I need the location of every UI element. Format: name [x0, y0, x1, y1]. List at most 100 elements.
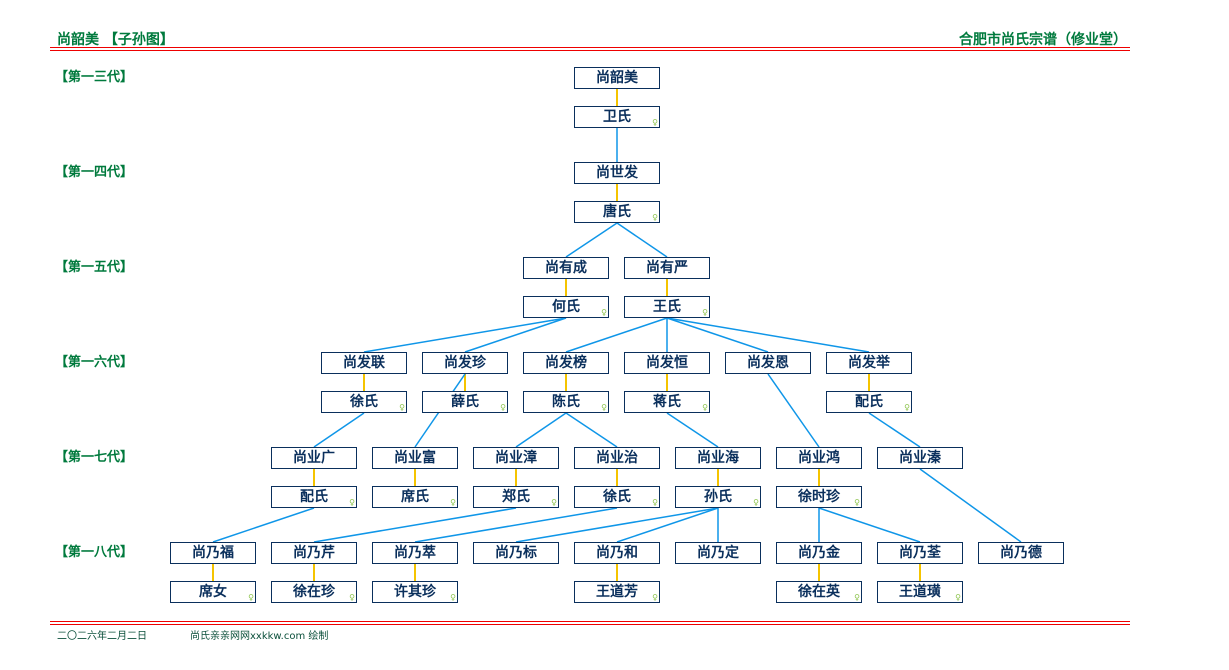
- person-name: 尚乃标: [495, 545, 537, 561]
- person-box[interactable]: 尚发榜: [523, 352, 609, 374]
- descent-line: [414, 507, 618, 543]
- female-icon: ♀: [349, 593, 355, 602]
- person-box[interactable]: 尚业治: [574, 447, 660, 469]
- descent-line: [616, 222, 668, 258]
- descent-line: [565, 317, 668, 353]
- person-name: 尚有成: [545, 260, 587, 276]
- descent-line: [515, 412, 567, 448]
- descent-line: [767, 373, 820, 448]
- female-icon: ♀: [500, 403, 506, 412]
- descent-line: [666, 412, 719, 448]
- person-name: 席氏: [401, 489, 429, 505]
- person-name: 尚发恒: [646, 355, 688, 371]
- descent-line: [666, 317, 769, 353]
- person-box[interactable]: 尚乃和: [574, 542, 660, 564]
- person-box[interactable]: 尚业广: [271, 447, 357, 469]
- person-name: 尚发恩: [747, 355, 789, 371]
- person-name: 尚世发: [596, 165, 638, 181]
- person-box[interactable]: 尚世发: [574, 162, 660, 184]
- person-name: 何氏: [552, 299, 580, 315]
- person-name: 王氏: [653, 299, 681, 315]
- person-name: 郑氏: [502, 489, 530, 505]
- person-name: 薛氏: [451, 394, 479, 410]
- person-name: 尚乃金: [798, 545, 840, 561]
- spouse-box[interactable]: 孙氏♀: [675, 486, 761, 508]
- spouse-box[interactable]: 席氏 ♀: [372, 486, 458, 508]
- person-box[interactable]: 尚业漳: [473, 447, 559, 469]
- person-box[interactable]: 尚业富: [372, 447, 458, 469]
- person-box[interactable]: 尚乃定: [675, 542, 761, 564]
- person-box[interactable]: 尚业溱: [877, 447, 963, 469]
- descent-line: [818, 507, 921, 543]
- person-box[interactable]: 尚乃标: [473, 542, 559, 564]
- spouse-box[interactable]: 卫氏♀: [574, 106, 660, 128]
- spouse-box[interactable]: 何氏 ♀: [523, 296, 609, 318]
- person-name: 尚韶美: [596, 70, 638, 86]
- female-icon: ♀: [601, 308, 607, 317]
- person-box[interactable]: 尚有成: [523, 257, 609, 279]
- generation-label: 【第一七代】: [55, 450, 134, 465]
- person-box[interactable]: 尚发恒: [624, 352, 710, 374]
- person-box[interactable]: 尚乃福: [170, 542, 256, 564]
- person-box[interactable]: 尚有严: [624, 257, 710, 279]
- descent-line: [515, 507, 719, 543]
- female-icon: ♀: [652, 593, 658, 602]
- person-name: 尚业溱: [899, 450, 941, 466]
- spouse-box[interactable]: 配氏♀: [826, 391, 912, 413]
- page-title: 尚韶美 【子孙图】: [57, 32, 174, 48]
- female-icon: ♀: [248, 593, 254, 602]
- person-box[interactable]: 尚发珍: [422, 352, 508, 374]
- person-name: 王道璜: [899, 584, 941, 600]
- generation-label: 【第一五代】: [55, 260, 134, 275]
- person-box[interactable]: 尚乃萃: [372, 542, 458, 564]
- spouse-box[interactable]: 唐氏♀: [574, 201, 660, 223]
- person-box[interactable]: 尚韶美: [574, 67, 660, 89]
- female-icon: ♀: [349, 498, 355, 507]
- person-box[interactable]: 尚发举: [826, 352, 912, 374]
- person-name: 王道芳: [596, 584, 638, 600]
- spouse-box[interactable]: 王氏 ♀: [624, 296, 710, 318]
- spouse-box[interactable]: 席女♀: [170, 581, 256, 603]
- person-name: 徐氏: [350, 394, 378, 410]
- person-box[interactable]: 尚业鸿: [776, 447, 862, 469]
- female-icon: ♀: [904, 403, 910, 412]
- spouse-box[interactable]: 蒋氏♀: [624, 391, 710, 413]
- person-name: 徐氏: [603, 489, 631, 505]
- person-box[interactable]: 尚乃荃: [877, 542, 963, 564]
- spouse-box[interactable]: 许其珍♀: [372, 581, 458, 603]
- spouse-box[interactable]: 陈氏♀: [523, 391, 609, 413]
- spouse-box[interactable]: 薛氏 ♀: [422, 391, 508, 413]
- descent-line: [616, 507, 719, 543]
- spouse-box[interactable]: 徐时珍 ♀: [776, 486, 862, 508]
- spouse-box[interactable]: 郑氏♀: [473, 486, 559, 508]
- female-icon: ♀: [702, 308, 708, 317]
- female-icon: ♀: [450, 498, 456, 507]
- spouse-box[interactable]: 徐氏♀: [321, 391, 407, 413]
- descent-line: [363, 317, 567, 353]
- generation-label: 【第一四代】: [55, 165, 134, 180]
- person-name: 尚业鸿: [798, 450, 840, 466]
- person-name: 尚乃定: [697, 545, 739, 561]
- female-icon: ♀: [854, 498, 860, 507]
- spouse-box[interactable]: 徐在英♀: [776, 581, 862, 603]
- person-name: 尚乃荃: [899, 545, 941, 561]
- generation-label: 【第一三代】: [55, 70, 134, 85]
- spouse-box[interactable]: 王道璜♀: [877, 581, 963, 603]
- person-box[interactable]: 尚业海: [675, 447, 761, 469]
- person-box[interactable]: 尚发恩: [725, 352, 811, 374]
- person-name: 尚乃芹: [293, 545, 335, 561]
- spouse-box[interactable]: 徐在珍♀: [271, 581, 357, 603]
- person-box[interactable]: 尚乃德: [978, 542, 1064, 564]
- spouse-box[interactable]: 徐氏♀: [574, 486, 660, 508]
- spouse-box[interactable]: 王道芳 ♀: [574, 581, 660, 603]
- person-name: 尚发珍: [444, 355, 486, 371]
- person-box[interactable]: 尚乃金: [776, 542, 862, 564]
- spouse-box[interactable]: 配氏♀: [271, 486, 357, 508]
- person-name: 尚业富: [394, 450, 436, 466]
- person-name: 尚业广: [293, 450, 335, 466]
- person-box[interactable]: 尚乃芹: [271, 542, 357, 564]
- person-name: 徐时珍: [798, 489, 840, 505]
- person-box[interactable]: 尚发联: [321, 352, 407, 374]
- footer-credit[interactable]: 尚氏亲亲网网xxkkw.com 绘制: [190, 631, 329, 642]
- descent-line: [313, 412, 365, 448]
